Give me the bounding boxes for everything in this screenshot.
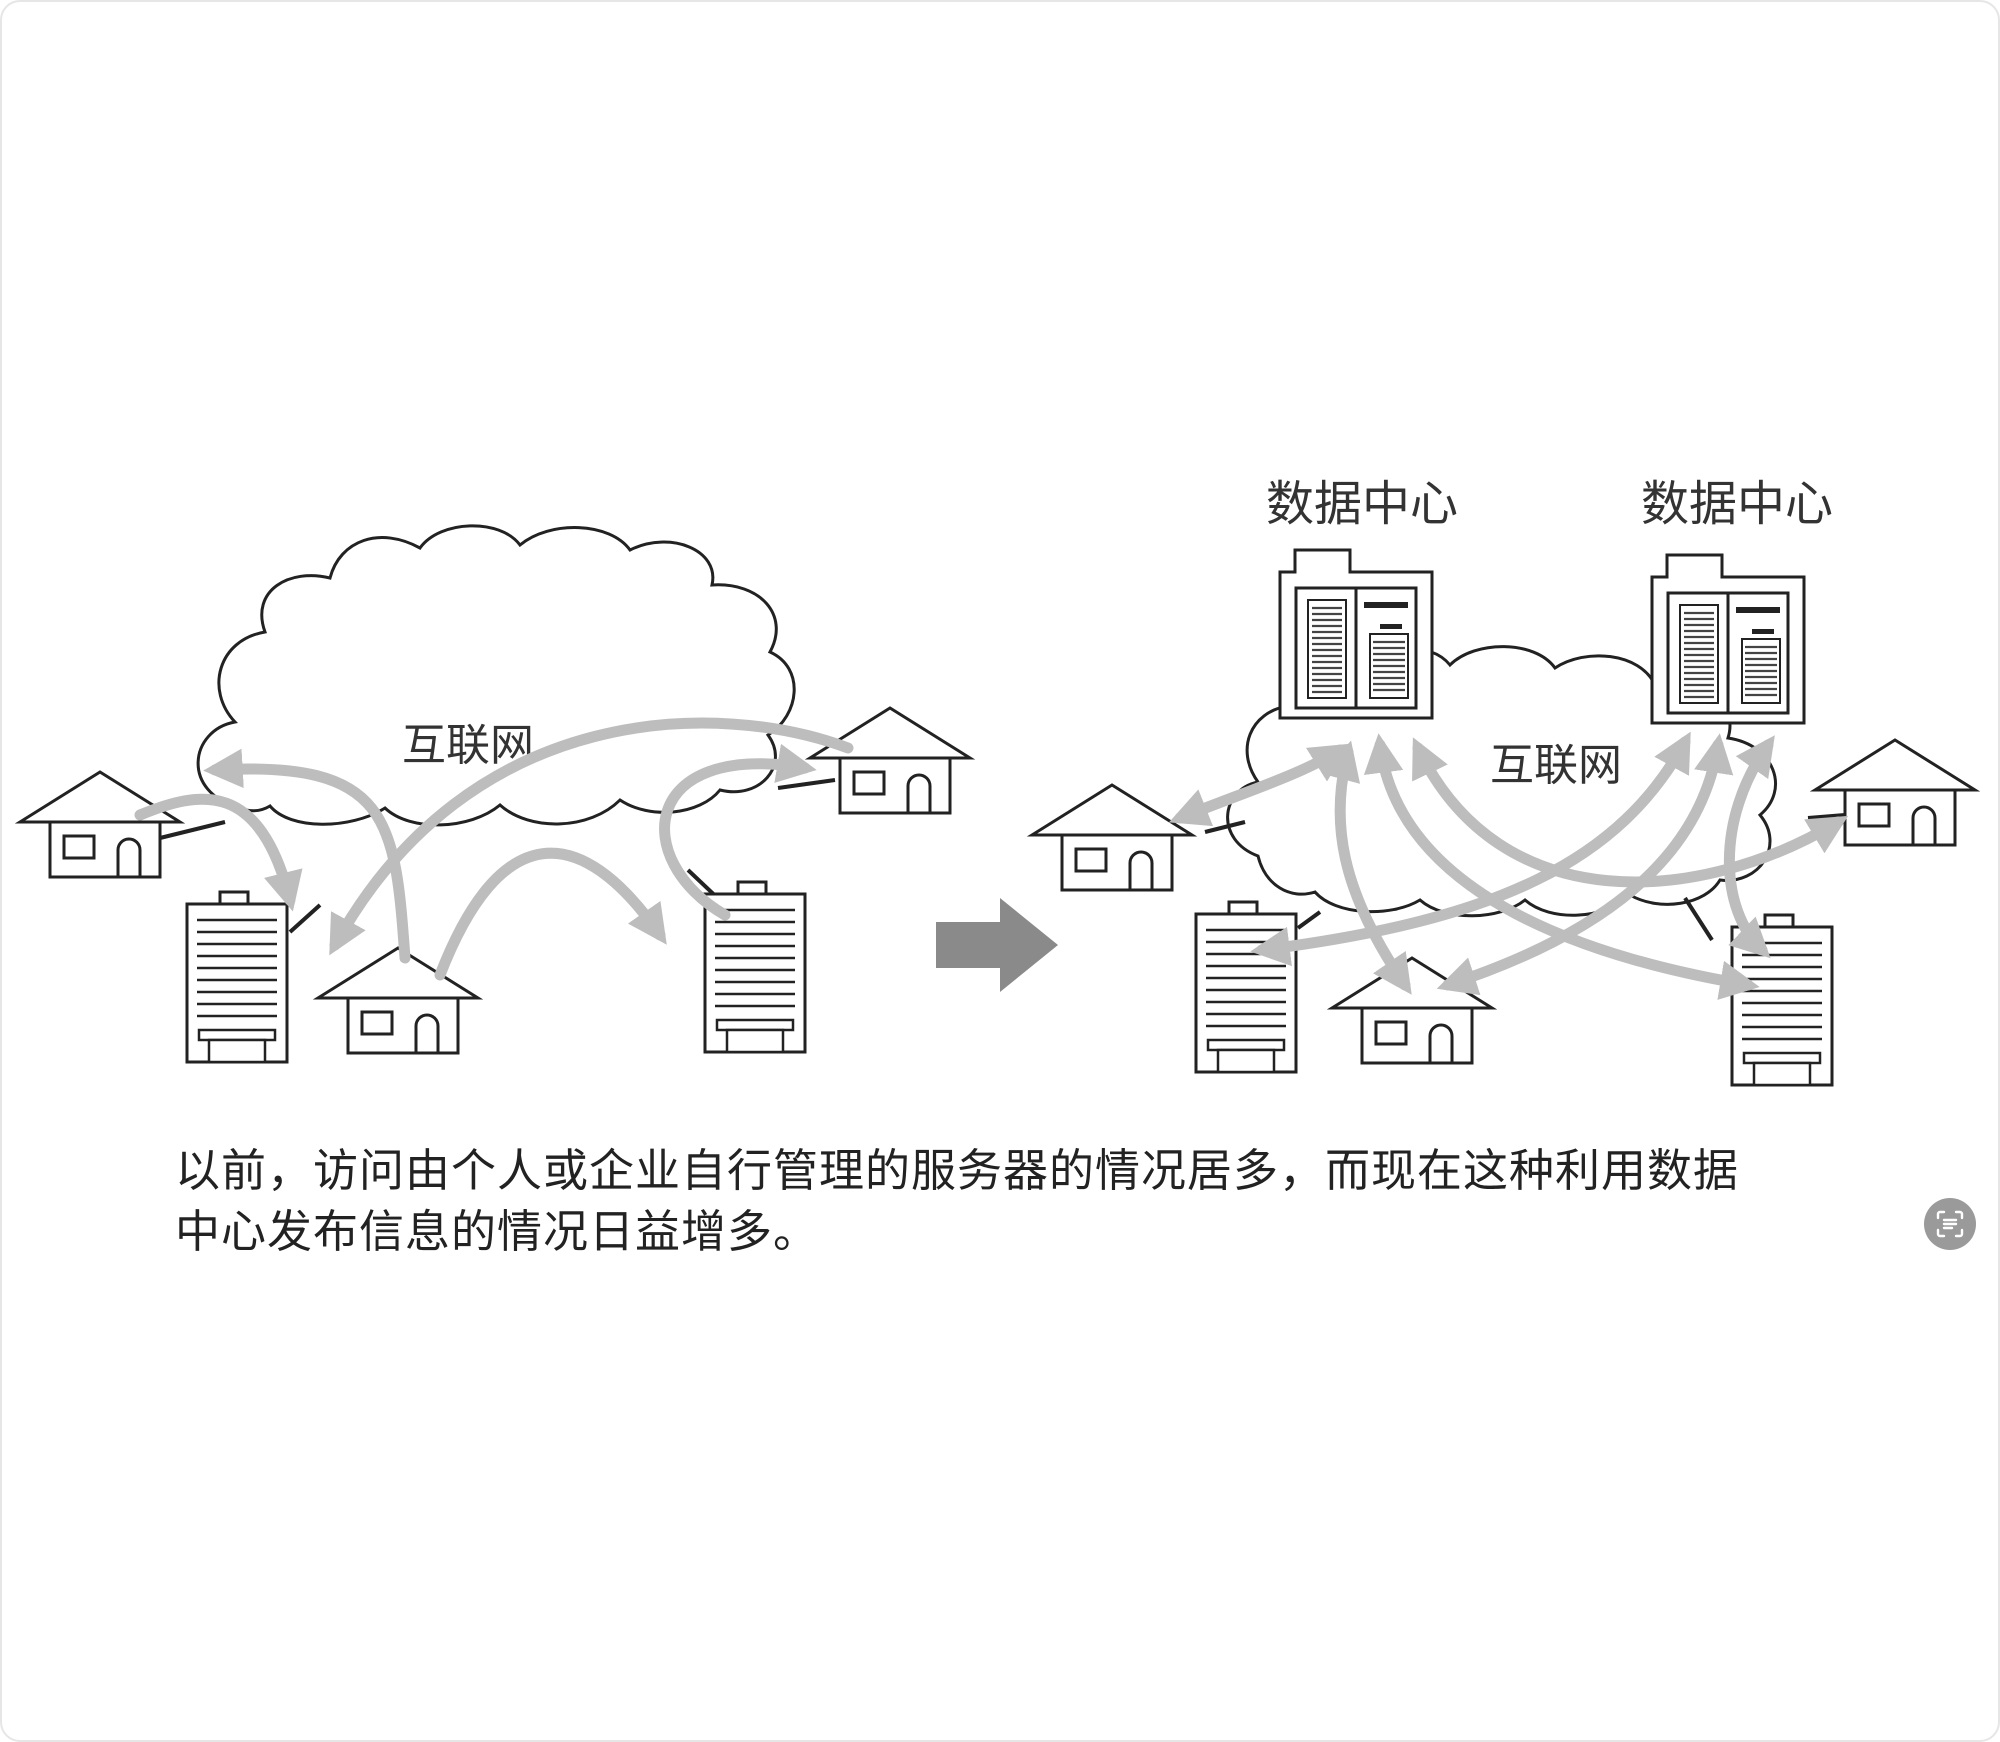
office-building-icon [1194, 900, 1298, 1074]
access-arrow [1723, 735, 1775, 959]
scan-text-icon [1936, 1210, 1964, 1238]
access-arrow [1412, 737, 1849, 888]
access-arrow [1363, 733, 1760, 1000]
house-icon [1030, 783, 1194, 892]
access-arrow [203, 748, 411, 964]
datacenter-label: 数据中心 [1641, 476, 1833, 532]
scan-text-button[interactable] [1924, 1198, 1976, 1250]
network-diagram: 互联网 互联网 数据中心 数据 [18, 476, 1977, 1087]
house-icon [18, 770, 182, 879]
caption-line: 以前，访问由个人或企业自行管理的服务器的情况居多，而现在这种利用数据 [175, 1144, 1740, 1197]
access-arrow [329, 717, 854, 956]
datacenter-icon [1278, 548, 1434, 720]
after-panel: 互联网 数据中心 数据中心 [1030, 476, 1977, 1087]
access-arrow [134, 793, 303, 912]
office-building-icon [185, 890, 289, 1064]
transition-arrow [936, 898, 1058, 992]
after-cloud-label: 互联网 [1490, 740, 1622, 791]
before-panel: 互联网 [18, 524, 972, 1064]
access-arrow [434, 847, 667, 981]
caption-line: 中心发布信息的情况日益增多。 [175, 1205, 820, 1258]
access-arrow [659, 743, 817, 921]
caption: 以前，访问由个人或企业自行管理的服务器的情况居多，而现在这种利用数据 中心发布信… [175, 1140, 1835, 1262]
house-icon [1813, 738, 1977, 847]
datacenter-icon [1650, 553, 1806, 725]
house-icon [316, 946, 480, 1055]
datacenter-label: 数据中心 [1266, 476, 1458, 532]
internet-cloud [196, 524, 796, 827]
house-icon [808, 706, 972, 815]
